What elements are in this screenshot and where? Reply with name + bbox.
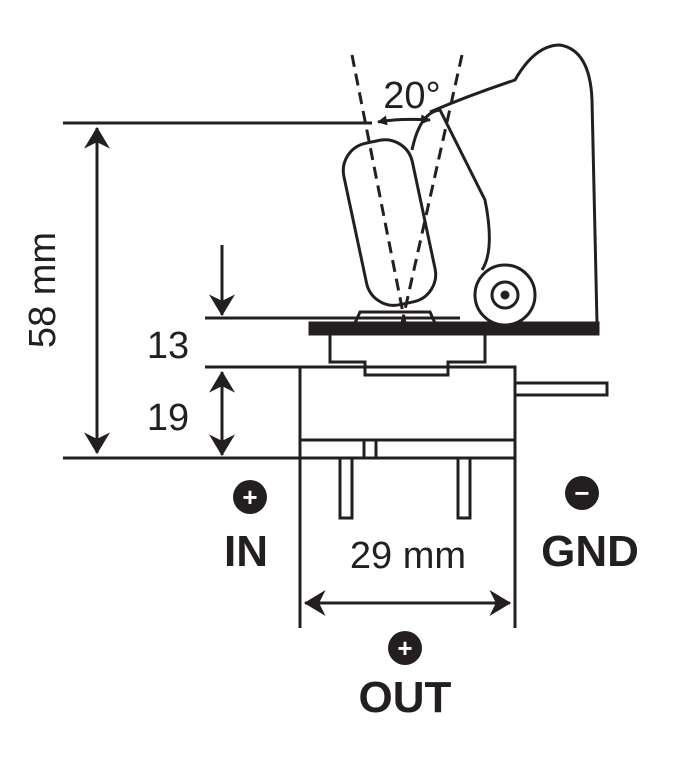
in-pin bbox=[338, 456, 354, 520]
svg-text:−: − bbox=[574, 478, 589, 508]
svg-text:IN: IN bbox=[224, 527, 268, 576]
gnd-terminal-label: − GND bbox=[541, 476, 639, 576]
svg-text:+: + bbox=[397, 633, 412, 663]
out-pin bbox=[456, 456, 472, 520]
svg-text:GND: GND bbox=[541, 527, 639, 576]
angle-line-left bbox=[350, 54, 407, 324]
dimension-lines bbox=[63, 121, 517, 628]
mounting-plate bbox=[308, 321, 600, 336]
lever-collar bbox=[353, 310, 437, 324]
out-terminal-label: + OUT bbox=[359, 631, 452, 722]
safety-cover bbox=[410, 43, 599, 324]
in-terminal-label: + IN bbox=[224, 480, 268, 576]
bushing bbox=[328, 335, 487, 377]
plus-icon bbox=[233, 480, 267, 514]
angle-label: 20° bbox=[383, 75, 440, 117]
minus-icon bbox=[565, 476, 599, 510]
gnd-terminal bbox=[513, 381, 609, 397]
svg-text:OUT: OUT bbox=[359, 673, 452, 722]
height-13-label: 13 bbox=[147, 325, 189, 367]
height-19-label: 19 bbox=[147, 397, 189, 439]
svg-text:+: + bbox=[242, 482, 257, 512]
width-29-label: 29 mm bbox=[350, 535, 466, 577]
switch-drawing bbox=[298, 43, 609, 520]
center-pin bbox=[362, 438, 378, 460]
height-58-label: 58 mm bbox=[22, 232, 64, 348]
plus-icon bbox=[388, 631, 422, 665]
switch-body bbox=[298, 365, 517, 442]
angle-line-right bbox=[400, 54, 464, 324]
